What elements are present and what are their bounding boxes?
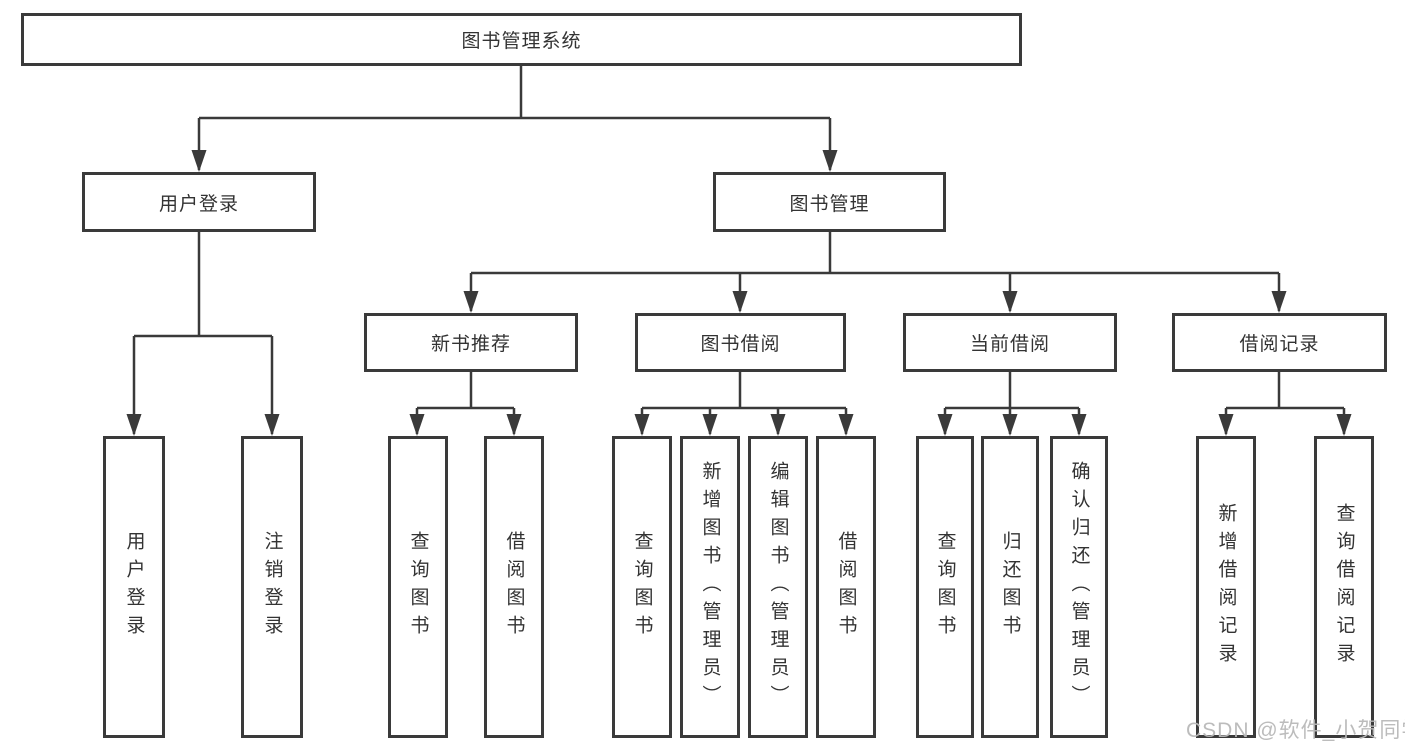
leaf-newrec-borrow-book: 借阅图书 — [484, 436, 544, 738]
leaf-label: 新增图书（管理员） — [699, 461, 721, 713]
node-new-book-recommend: 新书推荐 — [364, 313, 578, 372]
leaf-newrec-query-book: 查询图书 — [388, 436, 448, 738]
arrow-icon — [1002, 414, 1018, 436]
arrow-icon — [1002, 291, 1018, 313]
leaf-label: 确认归还（管理员） — [1068, 461, 1090, 713]
leaf-label: 新增借阅记录 — [1215, 503, 1237, 671]
arrow-icon — [770, 414, 786, 436]
arrow-icon — [191, 150, 207, 172]
leaf-label: 归还图书 — [999, 531, 1021, 643]
arrow-icon — [126, 414, 142, 436]
leaf-borrow-query-book: 查询图书 — [612, 436, 672, 738]
arrow-icon — [1071, 414, 1087, 436]
arrow-icon — [702, 414, 718, 436]
leaf-records-add-record: 新增借阅记录 — [1196, 436, 1256, 738]
connector-borrow-group — [640, 372, 848, 434]
arrow-icon — [1336, 414, 1352, 436]
arrow-icon — [463, 291, 479, 313]
connector-records-group — [1224, 372, 1346, 434]
leaf-current-confirm-return-admin: 确认归还（管理员） — [1050, 436, 1108, 738]
arrow-icon — [409, 414, 425, 436]
leaf-label: 借阅图书 — [503, 531, 525, 643]
arrow-icon — [506, 414, 522, 436]
leaf-user-login: 用户登录 — [103, 436, 165, 738]
arrow-icon — [1271, 291, 1287, 313]
arrow-icon — [264, 414, 280, 436]
leaf-label: 编辑图书（管理员） — [767, 461, 789, 713]
connector-newrec-group — [415, 372, 516, 434]
leaf-label: 查询图书 — [934, 531, 956, 643]
leaf-label: 查询图书 — [631, 531, 653, 643]
leaf-label: 查询图书 — [407, 531, 429, 643]
node-book-management: 图书管理 — [713, 172, 946, 232]
arrow-icon — [732, 291, 748, 313]
leaf-label: 注销登录 — [261, 531, 283, 643]
leaf-records-query-record: 查询借阅记录 — [1314, 436, 1374, 738]
leaf-label: 借阅图书 — [835, 531, 857, 643]
leaf-logout: 注销登录 — [241, 436, 303, 738]
arrow-icon — [937, 414, 953, 436]
connector-login-group — [132, 232, 274, 434]
node-root: 图书管理系统 — [21, 13, 1022, 66]
csdn-watermark: CSDN @软件_小贺同学 — [1186, 719, 1405, 742]
connector-root — [197, 66, 832, 170]
arrow-icon — [822, 150, 838, 172]
leaf-borrow-add-book-admin: 新增图书（管理员） — [680, 436, 740, 738]
arrow-icon — [634, 414, 650, 436]
leaf-current-return-book: 归还图书 — [981, 436, 1039, 738]
arrow-icon — [838, 414, 854, 436]
arrow-icon — [1218, 414, 1234, 436]
leaf-borrow-borrow-book: 借阅图书 — [816, 436, 876, 738]
leaf-current-query-book: 查询图书 — [916, 436, 974, 738]
node-borrow-records: 借阅记录 — [1172, 313, 1387, 372]
connector-mgmt-group — [469, 232, 1281, 311]
node-current-borrow: 当前借阅 — [903, 313, 1117, 372]
arrowheads — [126, 150, 1352, 436]
leaf-borrow-edit-book-admin: 编辑图书（管理员） — [748, 436, 808, 738]
node-user-login: 用户登录 — [82, 172, 316, 232]
leaf-label: 查询借阅记录 — [1333, 503, 1355, 671]
node-book-borrow: 图书借阅 — [635, 313, 846, 372]
leaf-label: 用户登录 — [123, 531, 145, 643]
